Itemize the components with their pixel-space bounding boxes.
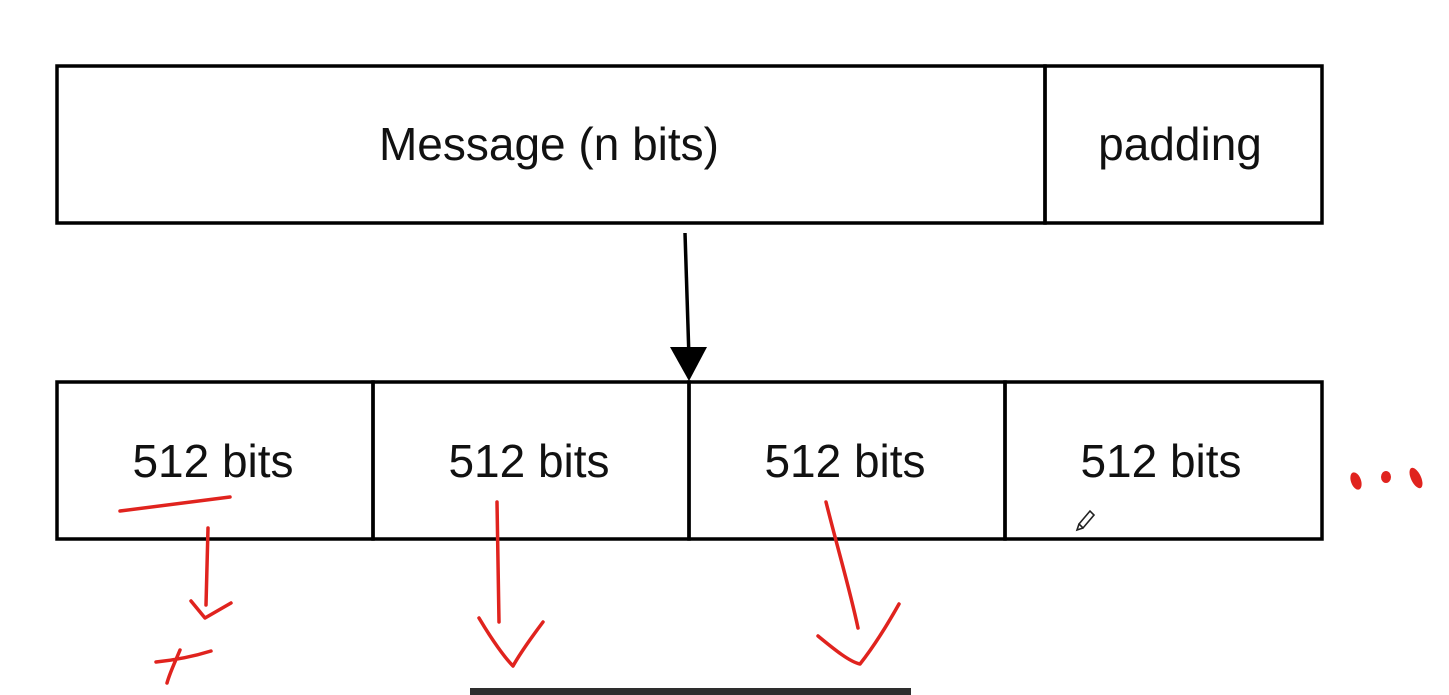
pencil-cursor-icon (1075, 509, 1096, 532)
block-label-4: 512 bits (1080, 435, 1241, 487)
annotation-mark-1 (154, 648, 213, 685)
message-label: Message (n bits) (379, 118, 719, 170)
annotation-underline (118, 495, 232, 513)
red-annotations (118, 467, 1423, 685)
padding-box (1043, 64, 1324, 225)
bottom-scrollbar[interactable] (470, 688, 911, 695)
message-row: Message (n bits) padding (55, 64, 1324, 225)
blocks-row: 512 bits 512 bits 512 bits 512 bits (55, 380, 1324, 541)
block-label-3: 512 bits (764, 435, 925, 487)
padding-label: padding (1098, 118, 1262, 170)
annotation-ellipsis (1350, 467, 1423, 490)
arrow-down-icon (670, 232, 707, 381)
block-label-2: 512 bits (448, 435, 609, 487)
annotation-arrow-2 (477, 500, 545, 668)
block-box-4 (1003, 380, 1324, 541)
annotation-arrow-3 (816, 500, 901, 666)
block-label-1: 512 bits (132, 435, 293, 487)
annotation-arrow-1 (189, 526, 233, 620)
